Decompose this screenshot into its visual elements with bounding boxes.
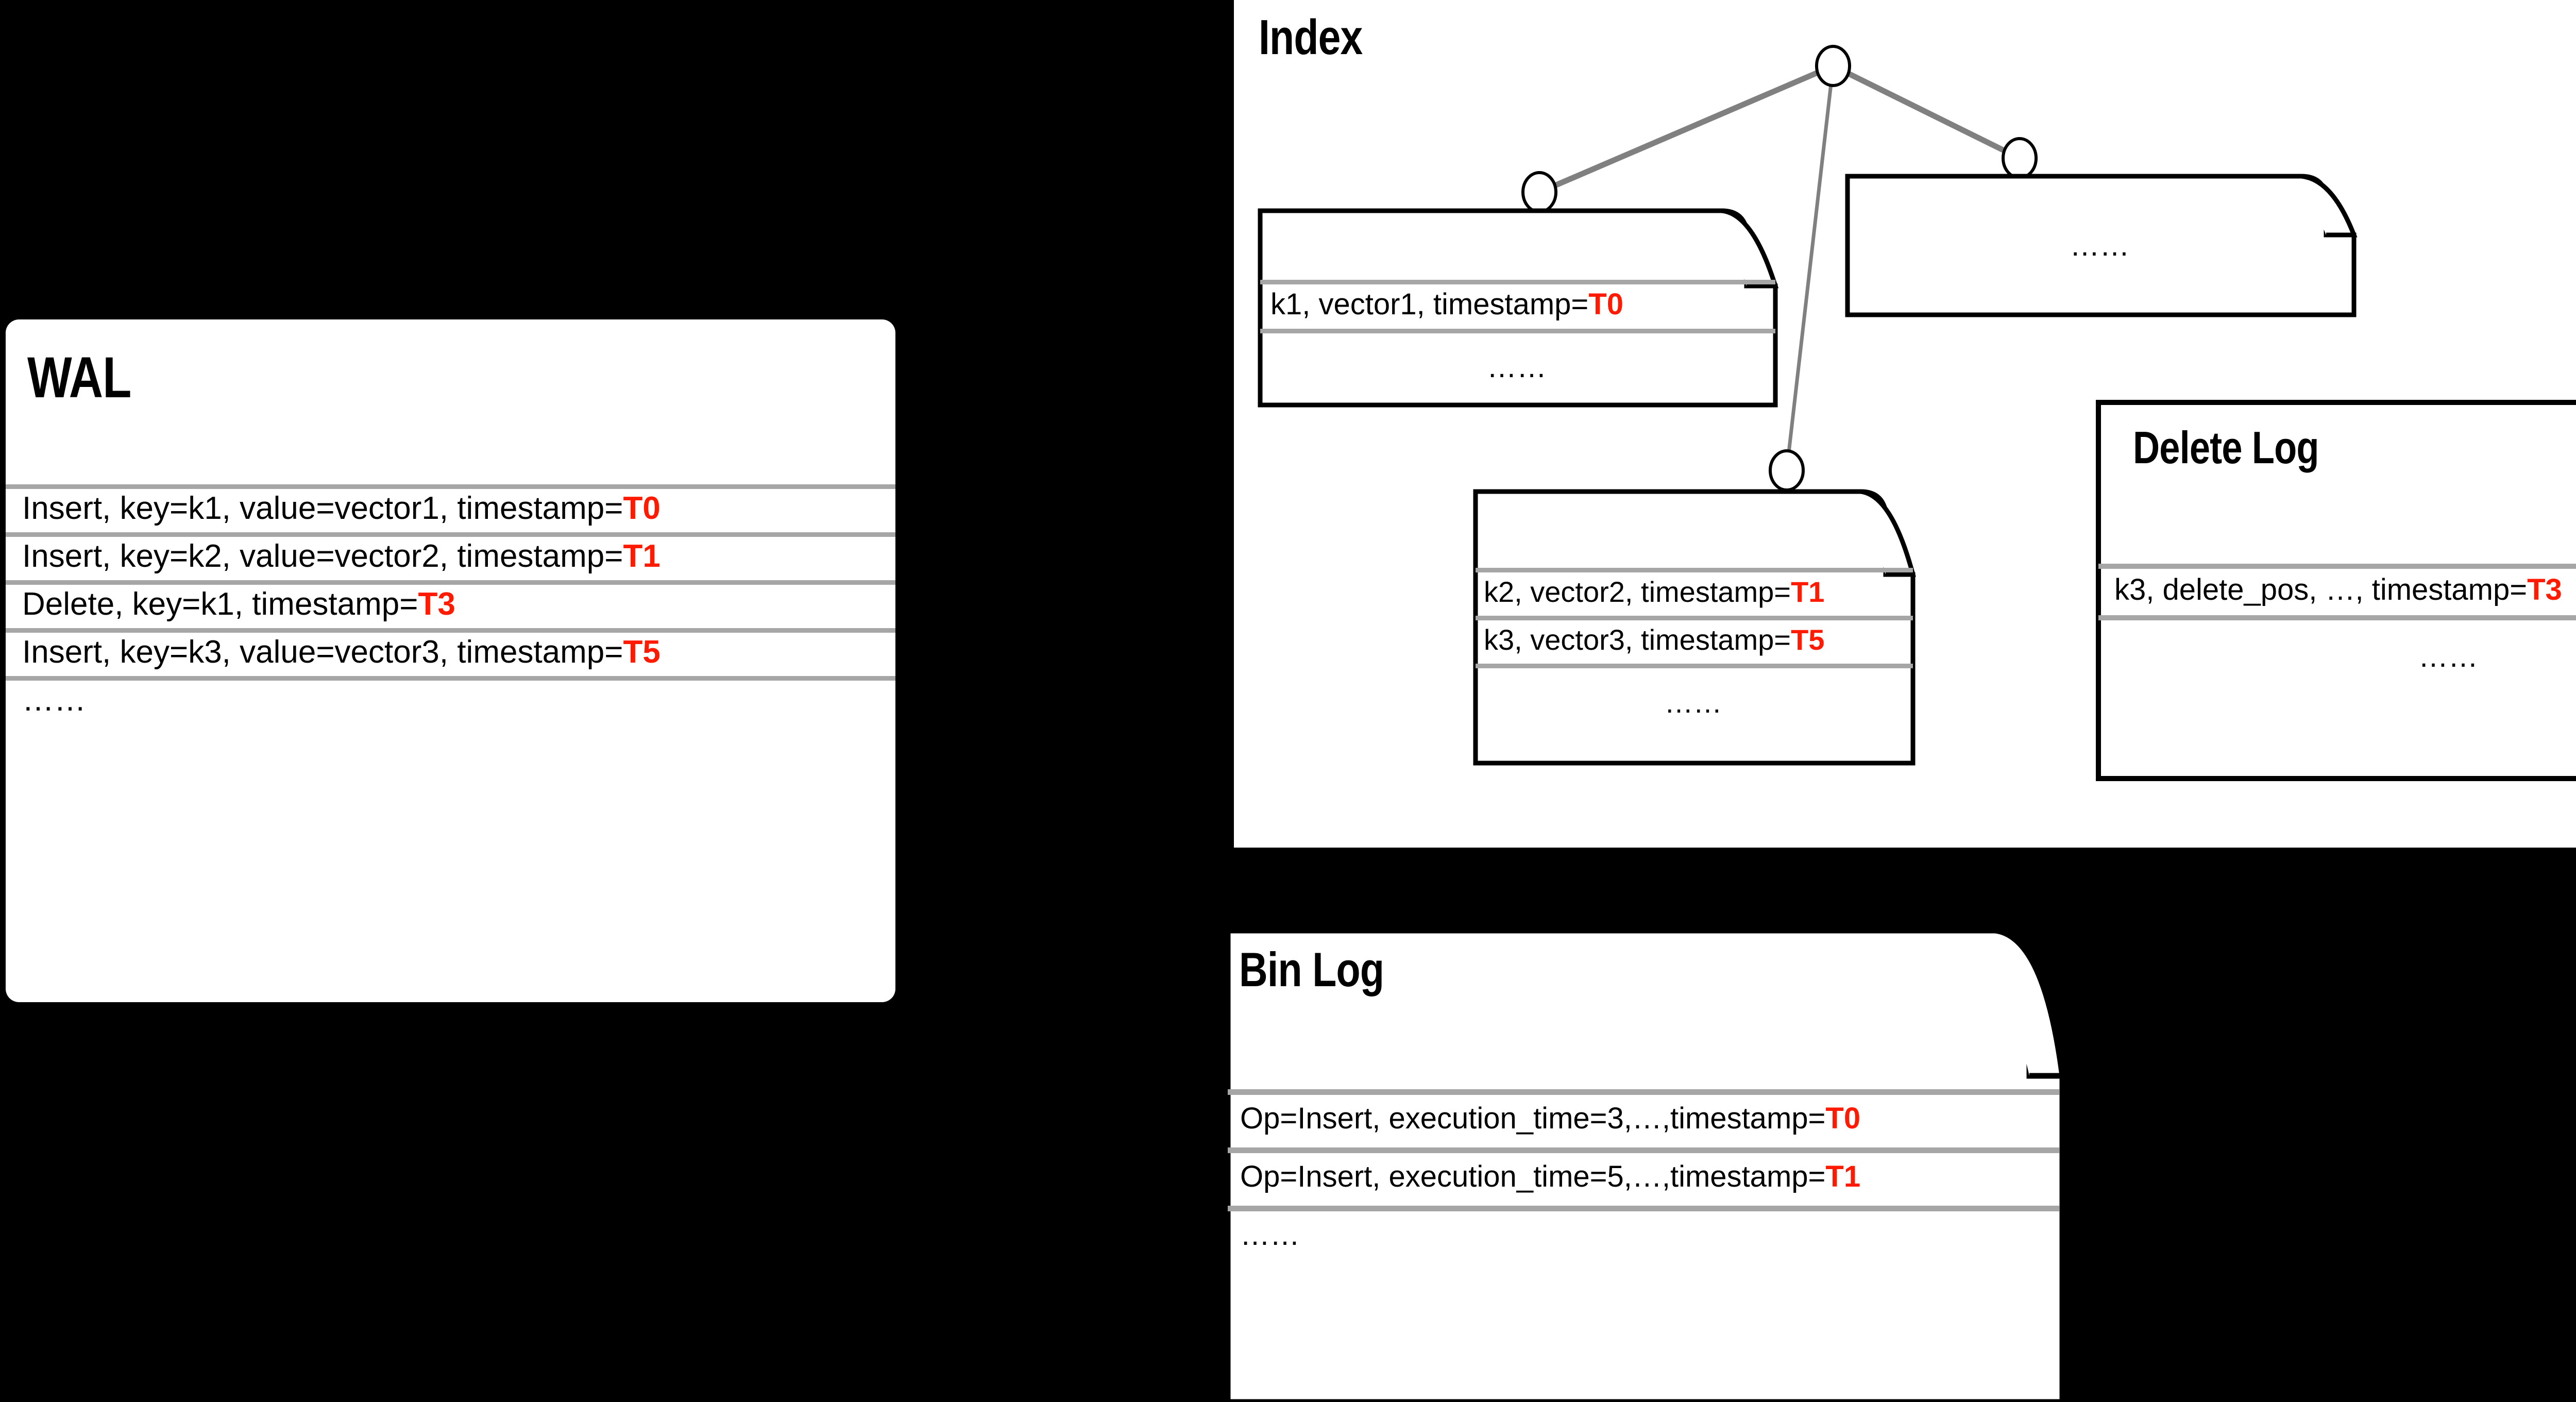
leaf-ellipsis-row-text: …… — [2070, 229, 2130, 262]
delete-log-divider-0 — [2098, 564, 2576, 569]
wal-title: WAL — [27, 345, 131, 410]
delete-log-title: Delete Log — [2133, 422, 2319, 473]
document-shape — [1845, 174, 2358, 317]
bin-log-divider-0 — [1228, 1089, 2059, 1095]
delete-log: Delete Log k3, delete_pos, …, timestamp=… — [2096, 400, 2576, 781]
document-shape — [2096, 400, 2576, 781]
bin-log-row: …… — [1240, 1206, 2059, 1264]
wal-row: Delete, key=k1, timestamp=T3 — [22, 580, 895, 628]
wal-row-text: Insert, key=k3, value=vector3, timestamp… — [22, 634, 623, 670]
bin-log-title: Bin Log — [1239, 942, 1384, 996]
wal-row-text: …… — [22, 682, 86, 718]
wal-row: Insert, key=k2, value=vector2, timestamp… — [22, 532, 895, 580]
wal-row-text: Delete, key=k1, timestamp= — [22, 586, 418, 622]
leaf-ellipsis-row: …… — [1845, 174, 2354, 317]
delete-log-row-text: …… — [2418, 639, 2478, 673]
leaf-k1-row-text: …… — [1487, 350, 1547, 384]
bin-log-panel: Bin Log Op=Insert, execution_time=3,…,ti… — [1225, 926, 2576, 1402]
tree-edge-root-bottom — [1785, 65, 1835, 471]
tree-node-root — [1815, 45, 1851, 87]
document-shape — [1225, 927, 2066, 1402]
bin-log-row-timestamp: T1 — [1825, 1160, 1861, 1193]
leaf-k2k3-divider-2 — [1476, 664, 1913, 668]
tree-edge-root-left — [1538, 63, 1835, 195]
bin-log-row-text: Op=Insert, execution_time=3,…,timestamp= — [1240, 1102, 1826, 1135]
bin-log-row-text: …… — [1240, 1218, 1300, 1252]
wal-row: Insert, key=k3, value=vector3, timestamp… — [22, 628, 895, 676]
bin-log-row-timestamp: T0 — [1825, 1102, 1861, 1135]
wal-row-timestamp: T3 — [418, 586, 455, 622]
wal-divider-2 — [6, 580, 895, 585]
leaf-k2k3-row-timestamp: T1 — [1791, 576, 1825, 608]
leaf-k2k3-row: k2, vector2, timestamp=T1 — [1484, 568, 1913, 616]
index-leaf-k1: k1, vector1, timestamp=T0 …… — [1258, 208, 1779, 408]
index-title: Index — [1259, 10, 1363, 65]
tree-node-child-left — [1521, 171, 1557, 213]
leaf-k1-divider-1 — [1260, 329, 1775, 333]
wal-row-text: Insert, key=k2, value=vector2, timestamp… — [22, 538, 623, 574]
index-panel: Index k1, vector1, timestamp=T0 …… — [1234, 0, 2576, 848]
wal-row-text: Insert, key=k1, value=vector1, timestamp… — [22, 491, 623, 526]
index-leaf-k2k3: k2, vector2, timestamp=T1 k3, vector3, t… — [1473, 489, 1916, 766]
leaf-k2k3-row-text: …… — [1664, 686, 1722, 719]
delete-log-divider-1 — [2098, 615, 2576, 620]
leaf-k2k3-row: …… — [1473, 664, 1913, 741]
wal-divider-3 — [6, 628, 895, 633]
leaf-k1-divider-0 — [1260, 280, 1775, 284]
delete-log-row-text: k3, delete_pos, …, timestamp= — [2114, 572, 2528, 606]
tree-edge-root-right — [1832, 63, 2021, 161]
bin-log-row-text: Op=Insert, execution_time=5,…,timestamp= — [1240, 1160, 1826, 1193]
tree-node-child-bottom — [1769, 449, 1805, 492]
leaf-k2k3-divider-1 — [1476, 616, 1913, 620]
wal-row: Insert, key=k1, value=vector1, timestamp… — [22, 484, 895, 532]
delete-log-row-timestamp: T3 — [2527, 572, 2562, 606]
tree-node-child-right — [2002, 137, 2038, 179]
tree-edges — [1538, 63, 2021, 471]
wal-row-timestamp: T1 — [623, 538, 660, 574]
wal-divider-1 — [6, 532, 895, 537]
bin-log-divider-2 — [1228, 1206, 2059, 1211]
wal-row: …… — [22, 676, 895, 724]
delete-log-row: k3, delete_pos, …, timestamp=T3 — [2114, 564, 2576, 615]
delete-log-row: …… — [2096, 615, 2576, 698]
wal-divider-4 — [6, 676, 895, 681]
leaf-k1-row-timestamp: T0 — [1588, 288, 1623, 321]
leaf-k2k3-row-text: k2, vector2, timestamp= — [1484, 576, 1791, 608]
leaf-k2k3-row-text: k3, vector3, timestamp= — [1484, 623, 1791, 656]
document-shape — [1258, 208, 1779, 408]
leaf-k1-row: …… — [1258, 329, 1775, 405]
document-shape — [1473, 489, 1916, 766]
leaf-k2k3-divider-0 — [1476, 568, 1913, 572]
wal-row-timestamp: T0 — [623, 491, 660, 526]
leaf-k2k3-row: k3, vector3, timestamp=T5 — [1484, 616, 1913, 664]
bin-log-divider-1 — [1228, 1147, 2059, 1153]
wal-divider-0 — [6, 484, 895, 489]
leaf-k2k3-row-timestamp: T5 — [1791, 623, 1825, 656]
index-leaf-ellipsis: …… — [1845, 174, 2358, 317]
bin-log-row: Op=Insert, execution_time=3,…,timestamp=… — [1240, 1089, 2059, 1147]
wal-row-timestamp: T5 — [623, 634, 660, 670]
wal-panel: WAL Insert, key=k1, value=vector1, times… — [6, 319, 895, 1002]
leaf-k1-row: k1, vector1, timestamp=T0 — [1270, 280, 1775, 329]
leaf-k1-row-text: k1, vector1, timestamp= — [1270, 288, 1589, 321]
bin-log-row: Op=Insert, execution_time=5,…,timestamp=… — [1240, 1147, 2059, 1206]
